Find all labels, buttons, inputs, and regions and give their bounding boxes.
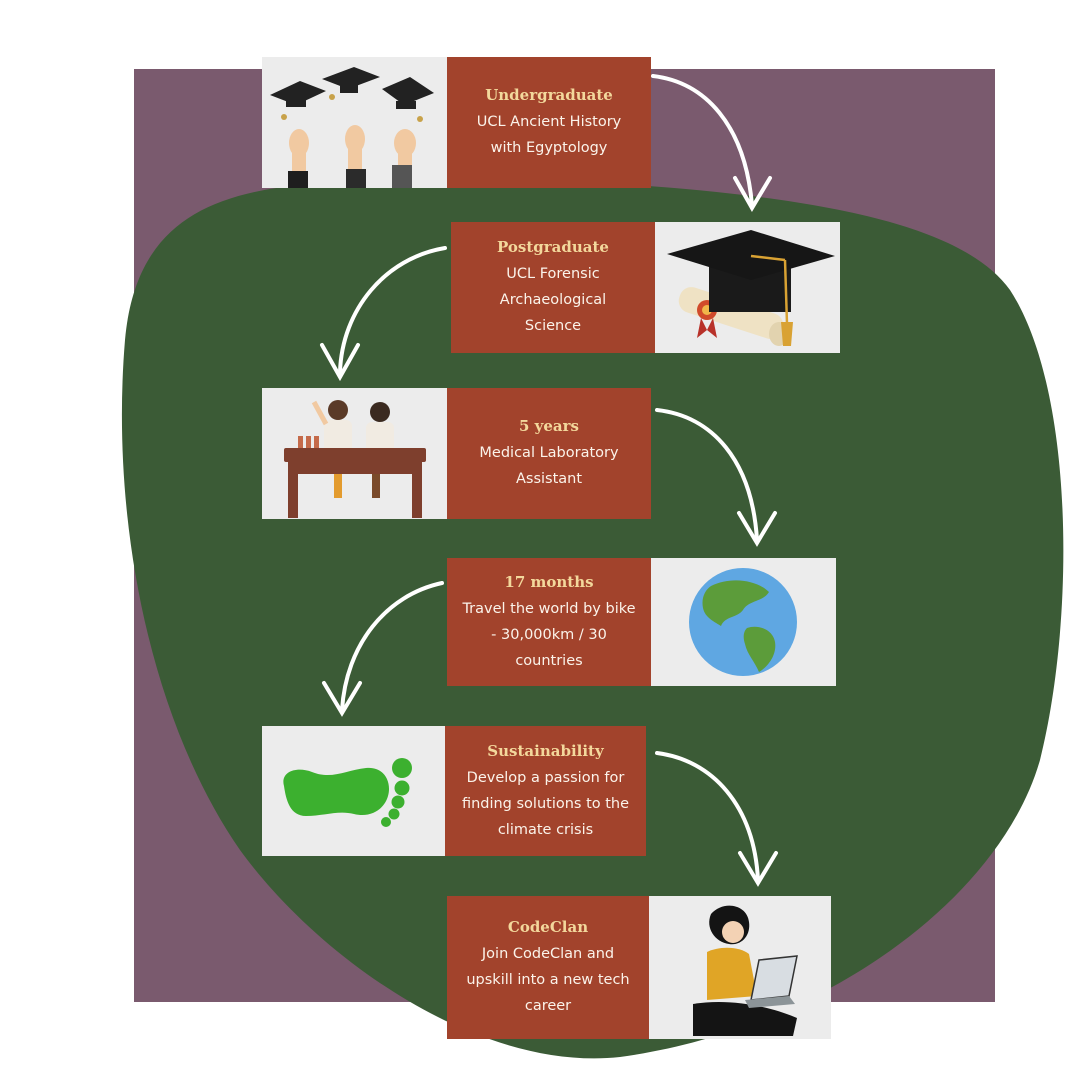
person-laptop-icon	[649, 896, 831, 1039]
step-description: Travel the world by bike - 30,000km / 30…	[462, 600, 636, 669]
step-description: Medical Laboratory Assistant	[479, 445, 619, 487]
green-footprint-image	[262, 726, 445, 856]
step-title: Sustainability	[487, 741, 604, 760]
timeline-step-postgraduate: Postgraduate UCL Forensic Archaeological…	[451, 222, 840, 353]
mortarboard-diploma-image	[655, 222, 840, 353]
step-text-lab-assistant: 5 years Medical Laboratory Assistant	[447, 388, 651, 519]
step-text-codeclan: CodeClan Join CodeClan and upskill into …	[447, 896, 649, 1039]
step-description: Develop a passion for finding solutions …	[461, 769, 630, 838]
person-laptop-image	[649, 896, 831, 1039]
graduation-caps-icon	[262, 57, 447, 188]
step-title: Postgraduate	[497, 238, 609, 256]
step-description: UCL Forensic Archaeological Science	[499, 266, 607, 334]
lab-scientists-icon	[262, 388, 447, 519]
globe-icon	[651, 558, 836, 686]
timeline-step-undergraduate: Undergraduate UCL Ancient History with E…	[262, 57, 651, 188]
globe-image	[651, 558, 836, 686]
step-text-travel: 17 months Travel the world by bike - 30,…	[447, 558, 651, 686]
step-title: 17 months	[504, 572, 594, 591]
step-text-postgraduate: Postgraduate UCL Forensic Archaeological…	[451, 222, 655, 353]
step-text-sustainability: Sustainability Develop a passion for fin…	[445, 726, 646, 856]
timeline-step-lab-assistant: 5 years Medical Laboratory Assistant	[262, 388, 651, 519]
mortarboard-diploma-icon	[655, 222, 840, 353]
graduation-caps-image	[262, 57, 447, 188]
lab-scientists-image	[262, 388, 447, 519]
step-text-undergraduate: Undergraduate UCL Ancient History with E…	[447, 57, 651, 188]
timeline-step-sustainability: Sustainability Develop a passion for fin…	[262, 726, 646, 856]
step-description: Join CodeClan and upskill into a new tec…	[466, 946, 630, 1014]
timeline-step-codeclan: CodeClan Join CodeClan and upskill into …	[447, 896, 831, 1039]
step-title: Undergraduate	[485, 86, 613, 104]
green-footprint-icon	[262, 726, 445, 856]
step-description: UCL Ancient History with Egyptology	[476, 114, 622, 156]
timeline-step-travel: 17 months Travel the world by bike - 30,…	[447, 558, 836, 686]
step-title: CodeClan	[507, 918, 589, 936]
step-title: 5 years	[519, 417, 579, 435]
